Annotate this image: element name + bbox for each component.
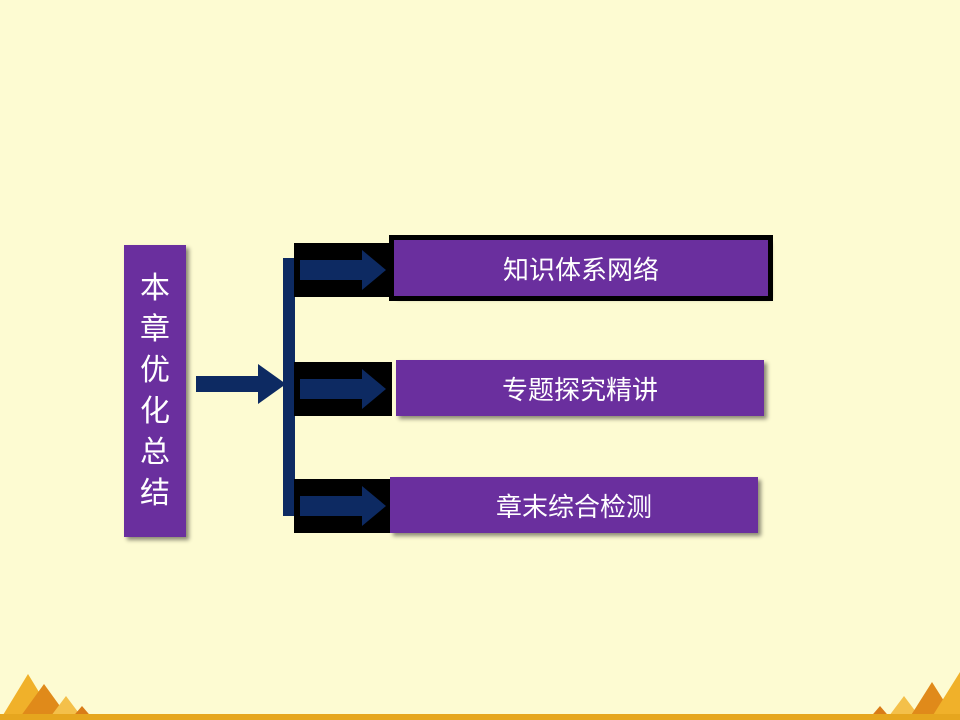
title-box: 本章优化总结 bbox=[124, 245, 186, 537]
diagram-title: 本章优化总结 bbox=[140, 271, 170, 511]
topic-label: 专题探究精讲 bbox=[501, 375, 658, 406]
corner-decoration-left bbox=[0, 674, 94, 720]
corner-decoration-right bbox=[868, 672, 960, 720]
branch-arrow-3 bbox=[294, 479, 392, 533]
main-arrow-icon bbox=[196, 364, 286, 404]
arrow-right-icon bbox=[300, 250, 386, 290]
bracket-line bbox=[283, 258, 295, 516]
branch-arrow-2 bbox=[294, 362, 392, 416]
topic-label: 章末综合检测 bbox=[495, 492, 652, 523]
topic-special-lectures[interactable]: 专题探究精讲 bbox=[396, 360, 764, 416]
arrow-right-icon bbox=[300, 369, 386, 409]
topic-knowledge-network[interactable]: 知识体系网络 bbox=[389, 235, 773, 301]
bottom-strip bbox=[0, 714, 960, 720]
topic-chapter-test[interactable]: 章末综合检测 bbox=[390, 477, 758, 533]
arrow-right-icon bbox=[300, 486, 386, 526]
topic-label: 知识体系网络 bbox=[502, 255, 659, 286]
branch-arrow-1 bbox=[294, 243, 392, 297]
